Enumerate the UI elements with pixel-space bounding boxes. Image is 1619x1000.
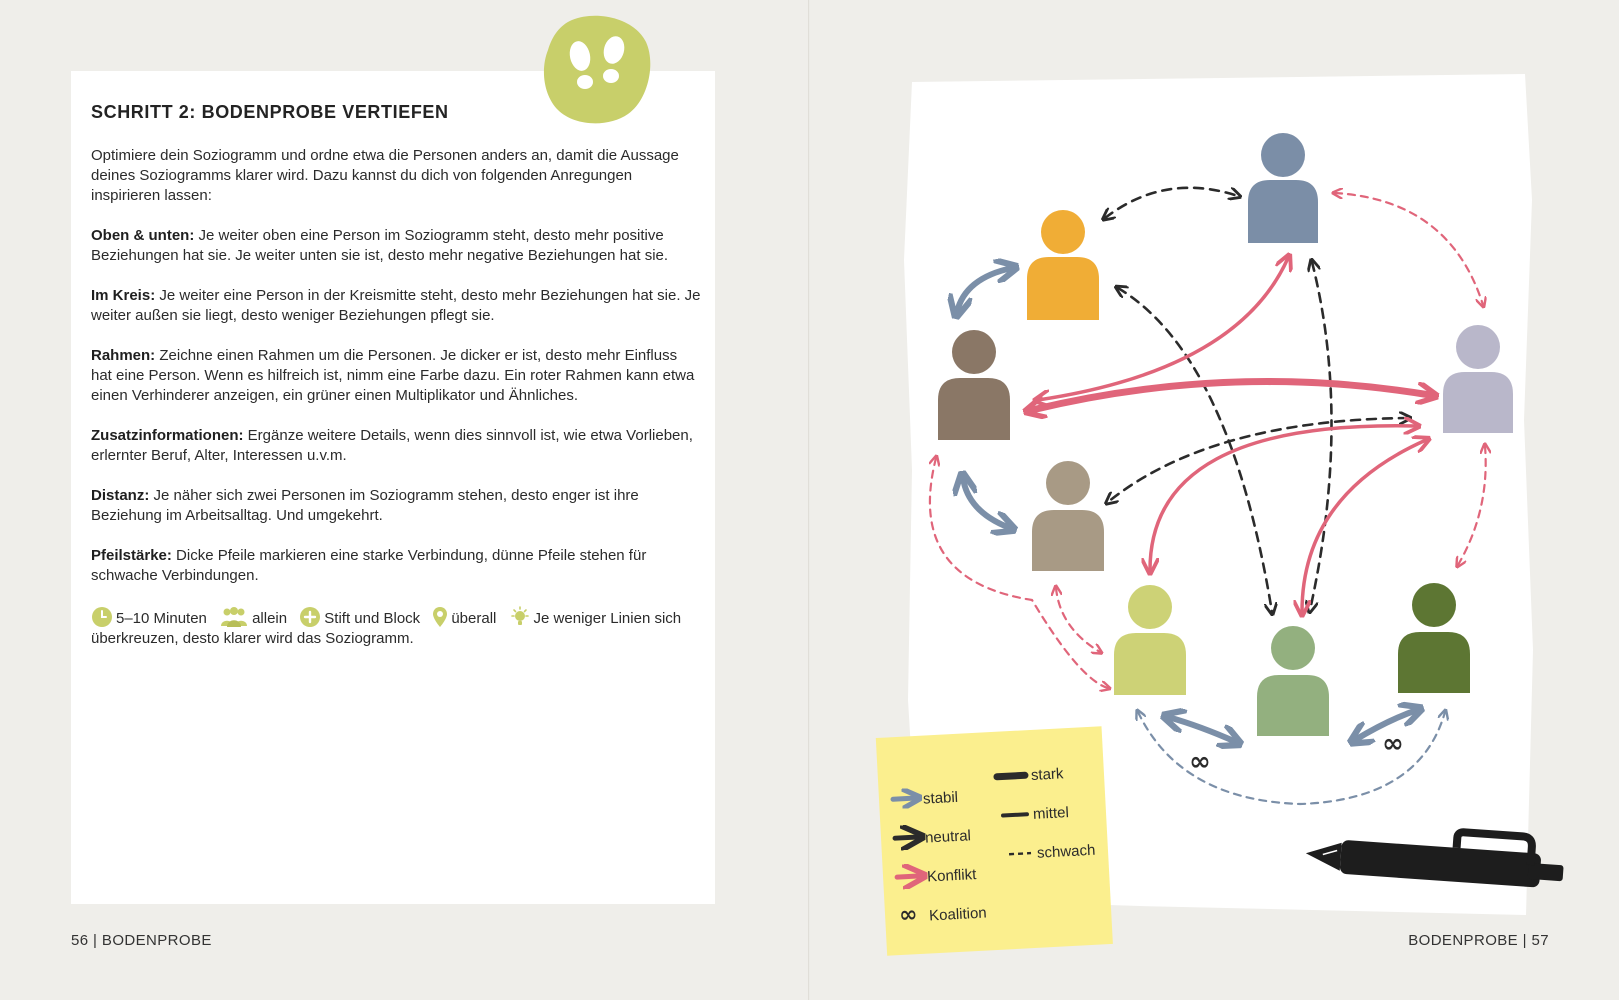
person-sage: [1257, 626, 1329, 736]
person-gray-blue: [1248, 133, 1318, 243]
left-page-card: [71, 71, 715, 904]
lightbulb-icon: [510, 606, 529, 625]
coalition-symbol: ∞: [1382, 729, 1404, 759]
section-term: Rahmen:: [91, 347, 156, 364]
section-rahmen: Rahmen: Zeichne einen Rahmen um die Pers…: [91, 346, 701, 406]
group-icon: [221, 607, 248, 627]
section-text: Zeichne einen Rahmen um die Personen. Je…: [91, 347, 695, 404]
legend-label-stark: stark: [1031, 765, 1065, 784]
legend-note-paper: [875, 726, 1113, 956]
clock-icon: [92, 607, 112, 627]
section-term: Pfeilstärke:: [91, 547, 172, 564]
neutral-legend-arrow: [892, 837, 918, 838]
person-lime: [1114, 585, 1186, 695]
medium-legend-line: [1001, 812, 1029, 818]
weak-conflict-arrow: [1458, 446, 1486, 565]
meta-material: Stift und Block: [324, 610, 421, 627]
plus-icon: [300, 607, 321, 627]
section-text: Je weiter eine Person in der Kreismitte …: [91, 287, 701, 324]
coalition-legend-icon: ∞: [898, 902, 918, 928]
section-distanz: Distanz: Je näher sich zwei Personen im …: [91, 486, 701, 526]
weak-conflict-arrow: [1335, 193, 1483, 305]
section-text: Ergänze weitere Details, wenn dies sinnv…: [91, 427, 693, 464]
meta-time: 5–10 Minuten: [116, 610, 207, 627]
page-title: SCHRITT 2: BODENPROBE VERTIEFEN: [91, 102, 449, 122]
legend-note: stabil neutral Konflikt ∞ Koalition star…: [875, 726, 1113, 956]
meta-tip: Je weniger Linien sich überkreuzen, dest…: [91, 610, 682, 647]
legend-label-koalition: Koalition: [929, 905, 987, 925]
weak-stable-arrow: [1138, 712, 1445, 806]
coalition-symbol: ∞: [1189, 747, 1211, 777]
legend-label-mittel: mittel: [1033, 804, 1070, 823]
meta-people: allein: [252, 610, 288, 627]
section-text: Je weiter oben eine Person im Soziogramm…: [91, 227, 669, 264]
meta-place: überall: [451, 610, 497, 627]
legend-label-stabil: stabil: [923, 789, 959, 808]
intro-paragraph: Optimiere dein Soziogramm und ordne etwa…: [91, 147, 679, 204]
stable-legend-arrow: [890, 798, 916, 799]
page-number-right: BODENPROBE | 57: [1408, 932, 1549, 949]
legend-label-neutral: neutral: [925, 827, 972, 846]
section-oben-unten: Oben & unten: Je weiter oben eine Person…: [91, 226, 701, 266]
weak-conflict-arrow: [1056, 588, 1100, 652]
person-brown: [938, 330, 1010, 440]
legend-label-konflikt: Konflikt: [927, 866, 978, 886]
pen-icon: [1305, 828, 1564, 888]
article-body: Optimiere dein Soziogramm und ordne etwa…: [91, 146, 701, 649]
conflict-arrow: [1150, 426, 1416, 570]
person-taupe: [1032, 461, 1104, 571]
weak-legend-line: [1008, 851, 1032, 856]
section-text: Je näher sich zwei Personen im Soziogram…: [91, 487, 639, 524]
meta-info-line: 5–10 Minuten allein Stift und Block über…: [91, 606, 701, 649]
section-text: Dicke Pfeile markieren eine starke Verbi…: [91, 547, 647, 584]
conflict-arrow: [1038, 258, 1288, 400]
conflict-legend-arrow: [894, 876, 920, 877]
section-term: Oben & unten:: [91, 227, 195, 244]
section-term: Distanz:: [91, 487, 150, 504]
footprints-blob-shape: [543, 15, 651, 124]
location-pin-icon: [433, 607, 448, 627]
section-zusatzinformationen: Zusatzinformationen: Ergänze weitere Det…: [91, 426, 701, 466]
book-gutter: [808, 0, 810, 1000]
weak-conflict-connections: [930, 193, 1486, 688]
person-lavender: [1443, 325, 1513, 433]
person-olive: [1398, 583, 1470, 693]
conflict-arrow: [1302, 440, 1426, 612]
stable-arrow: [957, 268, 1012, 312]
section-im-kreis: Im Kreis: Je weiter eine Person in der K…: [91, 286, 701, 326]
page-number-left: 56 | BODENPROBE: [71, 932, 212, 949]
conflict-connections: [1032, 258, 1430, 612]
neutral-arrow: [1105, 186, 1238, 218]
section-term: Zusatzinformationen:: [91, 427, 244, 444]
strong-legend-line: [993, 771, 1029, 781]
legend-label-schwach: schwach: [1037, 842, 1096, 862]
weak-conflict-arrow: [930, 458, 1108, 688]
footprints-icon: [543, 15, 651, 124]
section-term: Im Kreis:: [91, 287, 156, 304]
person-orange: [1027, 210, 1099, 320]
section-pfeilstaerke: Pfeilstärke: Dicke Pfeile markieren eine…: [91, 546, 701, 586]
